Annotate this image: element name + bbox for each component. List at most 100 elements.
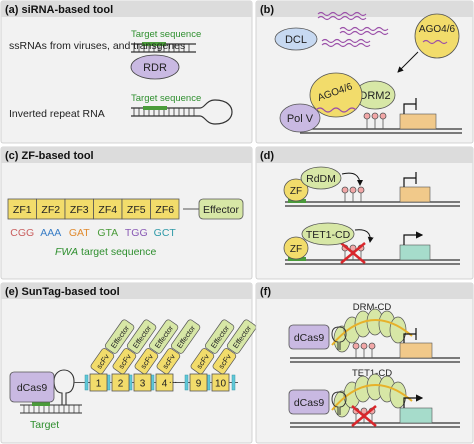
codon-label: CGG	[10, 227, 34, 239]
rddm-label: RdDM	[306, 173, 336, 185]
rdr-label: RDR	[143, 62, 167, 74]
tet1-cd-label-f: TET1-CD	[352, 368, 392, 379]
sgrna-hairpin-e	[53, 369, 75, 405]
effector-domain-e	[148, 319, 179, 354]
dcl-enzyme	[274, 27, 318, 51]
dcl-label: DCL	[285, 34, 307, 46]
scfv-domain	[134, 348, 159, 375]
zf-label-d2: ZF	[290, 244, 302, 255]
effector-domain-e	[104, 319, 135, 354]
scfv-domain	[212, 348, 237, 375]
polv-enzyme	[279, 103, 321, 133]
panel-e-title: (e) SunTag-based tool	[5, 286, 120, 298]
zf-domain-6	[150, 198, 180, 220]
codon-label: GCT	[154, 227, 177, 239]
ago-free-protein	[414, 13, 460, 59]
codon-label: TGG	[125, 227, 148, 239]
zf-domain-label: ZF4	[98, 204, 117, 216]
panel-f: (f) DRM-CD dCas9 TET1-CD	[255, 282, 474, 444]
codon-row: CGG AAA GAT GTA TGG GCT	[10, 227, 176, 239]
scfv-domain	[112, 348, 137, 375]
zf-domain-label: ZF1	[13, 204, 32, 216]
inverted-repeat-label: Inverted repeat RNA	[9, 108, 105, 120]
zf-label-d1: ZF	[290, 186, 302, 197]
codon-label: GTA	[97, 227, 118, 239]
dcas9-label-f1: dCas9	[294, 332, 325, 344]
scfv-domain	[156, 348, 181, 375]
zf-domain-label: ZF3	[70, 204, 89, 216]
gene-box-d1	[399, 186, 431, 203]
promoter-on-d	[403, 231, 424, 245]
effector-domain-e	[204, 319, 235, 354]
target-sequence-label-1: Target sequence	[131, 29, 201, 40]
polv-label: Pol V	[287, 113, 314, 125]
epitope-number: 9	[196, 379, 202, 390]
dcas9-e	[9, 371, 55, 403]
target-label-e: Target	[30, 419, 59, 431]
gcn4-epitope	[89, 373, 108, 392]
epitope-number: 2	[118, 379, 124, 390]
target-sequence-label-2: Target sequence	[131, 93, 201, 104]
target-dna-e	[20, 402, 82, 414]
epitope-number: 1	[96, 379, 102, 390]
zf-domain-label: ZF6	[155, 204, 174, 216]
target-sequence-bar-2	[143, 106, 167, 110]
rdr-enzyme	[130, 54, 180, 80]
codon-label: AAA	[40, 227, 61, 239]
gene-box-f2	[399, 407, 433, 424]
effector-domain-e	[226, 319, 257, 354]
epitope-number: 10	[215, 379, 227, 390]
dcas9-f2	[288, 389, 330, 415]
target-sequence-bar-1	[142, 42, 166, 46]
zf-domain-label: ZF2	[41, 204, 60, 216]
effector-domain-c	[198, 198, 244, 220]
zf-protein-d1	[283, 178, 309, 202]
drm-cd-label: DRM-CD	[353, 302, 392, 313]
zf-domain-label: ZF5	[127, 204, 146, 216]
scfv-domain	[190, 348, 215, 375]
gcn4-epitope	[133, 373, 152, 392]
panel-f-title: (f)	[260, 286, 271, 298]
methylation-marks-d	[341, 186, 365, 202]
methylation-marks-b	[363, 112, 387, 129]
effector-domain-e	[126, 319, 157, 354]
panel-a: (a) siRNA-based tool Target sequence ssR…	[0, 0, 253, 144]
effector-domain-e	[170, 319, 201, 354]
gcn4-epitope	[155, 373, 174, 392]
ago-bound-protein	[309, 72, 363, 118]
rddm-effector	[300, 166, 342, 190]
panel-e: (e) SunTag-based tool Target dCas9 scFvE…	[0, 282, 257, 444]
panel-d: (d) ZF RdDM ZF	[255, 146, 474, 280]
dcas9-label-e: dCas9	[17, 382, 48, 394]
gene-box-b	[399, 113, 437, 130]
codon-label: GAT	[69, 227, 90, 239]
panel-b-title: (b)	[260, 4, 274, 16]
panel-c-title: (c) ZF-based tool	[5, 150, 94, 162]
gene-box-f1	[399, 342, 433, 359]
epitope-number: 3	[140, 379, 146, 390]
dcas9-f1	[288, 324, 330, 350]
ssrna-label: ssRNAs from viruses, and transgenes	[9, 40, 185, 52]
panel-a-title: (a) siRNA-based tool	[5, 4, 113, 16]
gcn4-epitope	[111, 373, 130, 392]
hairpin-loop	[199, 99, 233, 125]
gcn4-epitope	[211, 373, 230, 392]
panel-b: (b) DCL AGO4/6 Pol V DR	[255, 0, 474, 144]
scfv-domain	[90, 348, 115, 375]
ago-free-label: AGO4/6	[419, 24, 456, 35]
panel-d-title: (d)	[260, 150, 274, 162]
sirna-duplexes	[317, 11, 389, 48]
tet1-label-d: TET1-CD	[306, 229, 351, 241]
fwa-caption: FWA target sequence	[55, 246, 157, 258]
demethylation-cross-f	[351, 405, 377, 427]
dcas9-label-f2: dCas9	[294, 397, 325, 409]
effector-label-c: Effector	[203, 204, 239, 216]
loading-arrow	[397, 51, 419, 73]
tet1-cd-array	[331, 373, 413, 418]
tet1-effector-d	[301, 222, 355, 246]
zinc-finger-array: ZF1 ZF2 ZF3 ZF4 ZF5 ZF6	[7, 198, 180, 220]
gcn4-epitope	[189, 373, 208, 392]
zf-protein-d2	[283, 236, 309, 260]
